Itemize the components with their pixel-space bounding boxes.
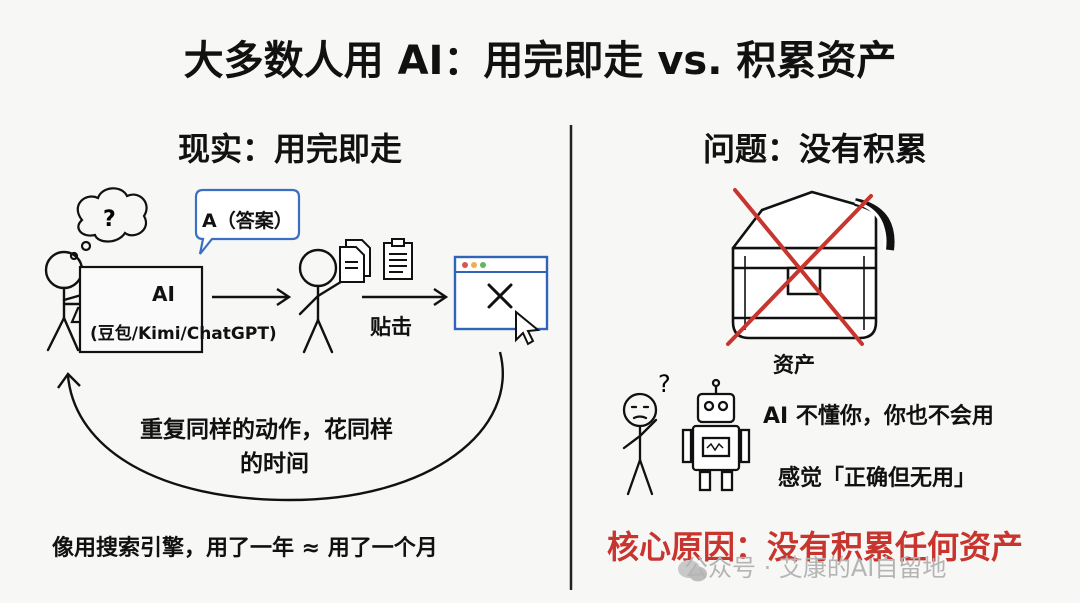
- speech-bubble: [194, 188, 301, 255]
- clipboard-icon: [383, 238, 413, 280]
- close-x-icon: [487, 283, 513, 309]
- ai-box: [78, 265, 204, 354]
- thought-question-mark: ?: [103, 207, 116, 232]
- page-title: 大多数人用 AI：用完即走 vs. 积累资产: [183, 38, 897, 84]
- loop-text-line1: 重复同样的动作，花同样: [140, 417, 393, 443]
- paste-arrow-label: 贴击: [370, 315, 412, 339]
- problem-line2: 感觉「正确但无用」: [778, 466, 977, 491]
- robot-icon: [681, 378, 751, 492]
- loop-text-line2: 的时间: [240, 451, 309, 477]
- red-cross-mark: [726, 188, 873, 346]
- problem-line1: AI 不懂你，你也不会用: [763, 404, 994, 429]
- loop-arrow: [57, 351, 504, 502]
- browser-window: [453, 255, 549, 346]
- watermark: 公众号 · 艾康的AI自留地: [684, 554, 947, 582]
- ai-box-title: AI: [152, 282, 175, 306]
- cursor-icon: [515, 309, 541, 346]
- confused-question-mark: ?: [658, 370, 671, 398]
- ai-box-subtitle: (豆包/Kimi/ChatGPT): [90, 324, 277, 344]
- left-panel-heading: 现实：用完即走: [177, 130, 402, 168]
- arrow-to-person: [212, 288, 292, 306]
- speech-bubble-text: A（答案）: [202, 210, 293, 232]
- core-reason: 核心原因：没有积累任何资产: [607, 528, 1024, 566]
- right-panel-heading: 问题：没有积累: [702, 130, 927, 168]
- document-icon: [339, 239, 371, 283]
- confused-person: [622, 392, 658, 496]
- person-copying: [298, 248, 346, 354]
- chest-label: 资产: [773, 353, 815, 377]
- search-engine-comparison: 像用搜索引擎，用了一年 ≈ 用了一个月: [52, 536, 438, 561]
- arrow-to-browser: [362, 288, 449, 306]
- wechat-icon: [678, 560, 707, 582]
